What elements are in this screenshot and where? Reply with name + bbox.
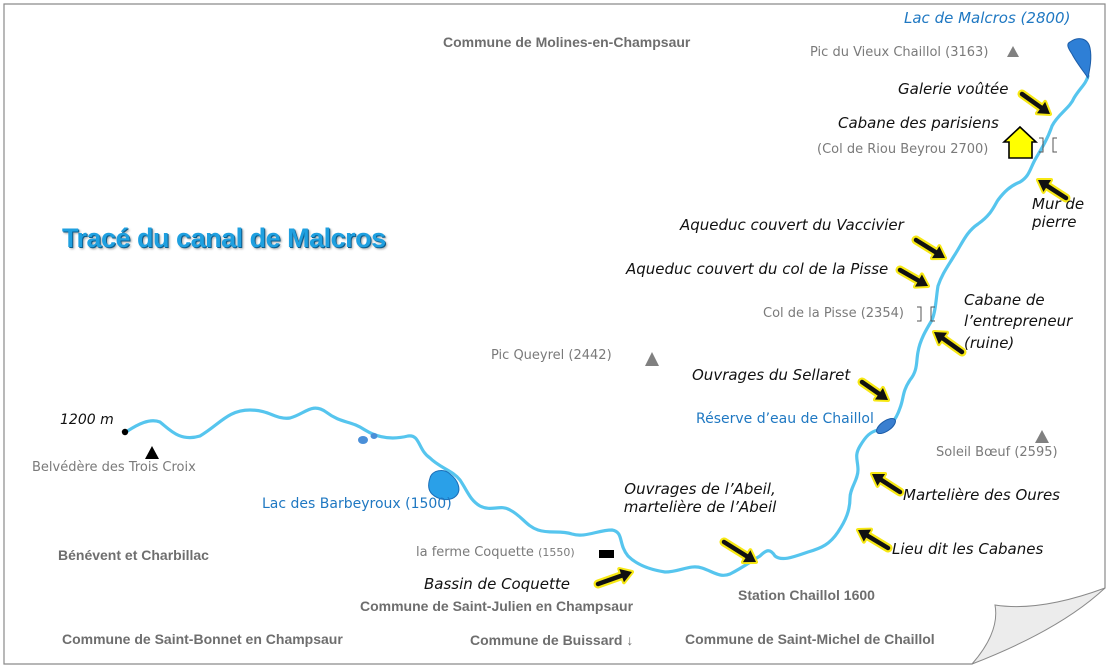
canal-path — [124, 74, 1090, 577]
belvedere-label: Belvédère des Trois Croix — [32, 460, 196, 475]
commune-saint-michel: Commune de Saint-Michel de Chaillol — [685, 631, 935, 647]
reserve-chaillol-shape — [876, 417, 896, 435]
annotation-mur-pierre: Mur de pierre — [1032, 195, 1085, 231]
commune-molines: Commune de Molines-en-Champsaur — [443, 34, 691, 50]
lac-barbeyroux-label: Lac des Barbeyroux (1500) — [262, 496, 452, 512]
pic-vieux-chaillol-label: Pic du Vieux Chaillol (3163) — [810, 45, 989, 60]
reserve-chaillol-label: Réserve d’eau de Chaillol — [696, 411, 874, 427]
altitude-start-label: 1200 m — [60, 412, 114, 428]
ferme-coquette-label: la ferme Coquette (1550) — [416, 545, 575, 561]
arrow-galerie — [1017, 89, 1052, 116]
small-lake-2 — [370, 433, 378, 439]
commune-saint-julien: Commune de Saint-Julien en Champsaur — [360, 598, 634, 614]
belvedere-triangle-icon — [145, 446, 159, 459]
arrow-cabane-entrepreneur — [932, 330, 967, 357]
col-pisse-brackets — [917, 306, 935, 322]
arrow-lieu-cabanes — [856, 527, 893, 553]
arrow-ouvrages-sellaret — [857, 377, 890, 402]
commune-buissard: Commune de Buissard ↓ — [470, 632, 634, 648]
arrow-aqueduc-pisse — [895, 265, 930, 289]
small-lake-1 — [358, 436, 368, 444]
pic-queyrel-label: Pic Queyrel (2442) — [491, 348, 612, 363]
lac-malcros-label: Lac de Malcros (2800) — [904, 9, 1071, 27]
annotation-cabane-entrepreneur: Cabane de l’entrepreneur (ruine) — [964, 291, 1073, 352]
annotation-aqueduc-pisse: Aqueduc couvert du col de la Pisse — [626, 260, 889, 278]
lac-malcros-shape — [1067, 38, 1092, 80]
ferme-coquette-name: la ferme Coquette — [416, 545, 534, 560]
station-chaillol-label: Station Chaillol 1600 — [738, 587, 875, 603]
peak-queyrel-icon — [645, 352, 659, 366]
col-riou-beyrou-label: (Col de Riou Beyrou 2700) — [817, 142, 989, 157]
start-point — [121, 428, 129, 436]
annotation-cabane-parisiens: Cabane des parisiens — [838, 114, 999, 132]
annotation-marteliere-oures: Martelière des Oures — [903, 486, 1060, 504]
annotation-ouvrages-sellaret: Ouvrages du Sellaret — [692, 366, 851, 384]
arrow-aqueduc-vaccivier — [911, 235, 947, 261]
soleil-boeuf-label: Soleil Bœuf (2595) — [936, 445, 1058, 460]
map-title: Tracé du canal de Malcros — [62, 223, 386, 253]
arrow-bassin-coquette — [593, 567, 634, 589]
annotation-aqueduc-vaccivier: Aqueduc couvert du Vaccivier — [680, 216, 904, 234]
arrow-marteliere-oures — [870, 472, 905, 497]
cabane-parisiens-icon — [1001, 125, 1039, 159]
ferme-coquette-icon — [599, 550, 614, 558]
ferme-coquette-altitude: (1550) — [538, 546, 575, 559]
commune-benevent: Bénévent et Charbillac — [58, 547, 209, 563]
annotation-lieu-cabanes: Lieu dit les Cabanes — [892, 540, 1044, 558]
col-riou-beyrou-brackets — [1039, 137, 1057, 153]
col-pisse-label: Col de la Pisse (2354) — [763, 306, 904, 321]
arrow-ouvrages-abeil — [719, 537, 758, 565]
lac-barbeyroux-shape — [428, 470, 460, 501]
annotation-arrows — [593, 89, 1071, 589]
commune-saint-bonnet: Commune de Saint-Bonnet en Champsaur — [62, 631, 343, 647]
peak-vieux-chaillol-icon — [1007, 46, 1019, 57]
page-curl — [971, 587, 1106, 665]
peak-soleil-boeuf-icon — [1035, 430, 1049, 443]
arrow-mur-pierre — [1036, 178, 1071, 203]
annotation-bassin-coquette: Bassin de Coquette — [424, 575, 570, 593]
annotation-galerie: Galerie voûtée — [898, 80, 1009, 98]
annotation-ouvrages-abeil: Ouvrages de l’Abeil, martelière de l’Abe… — [623, 480, 777, 516]
